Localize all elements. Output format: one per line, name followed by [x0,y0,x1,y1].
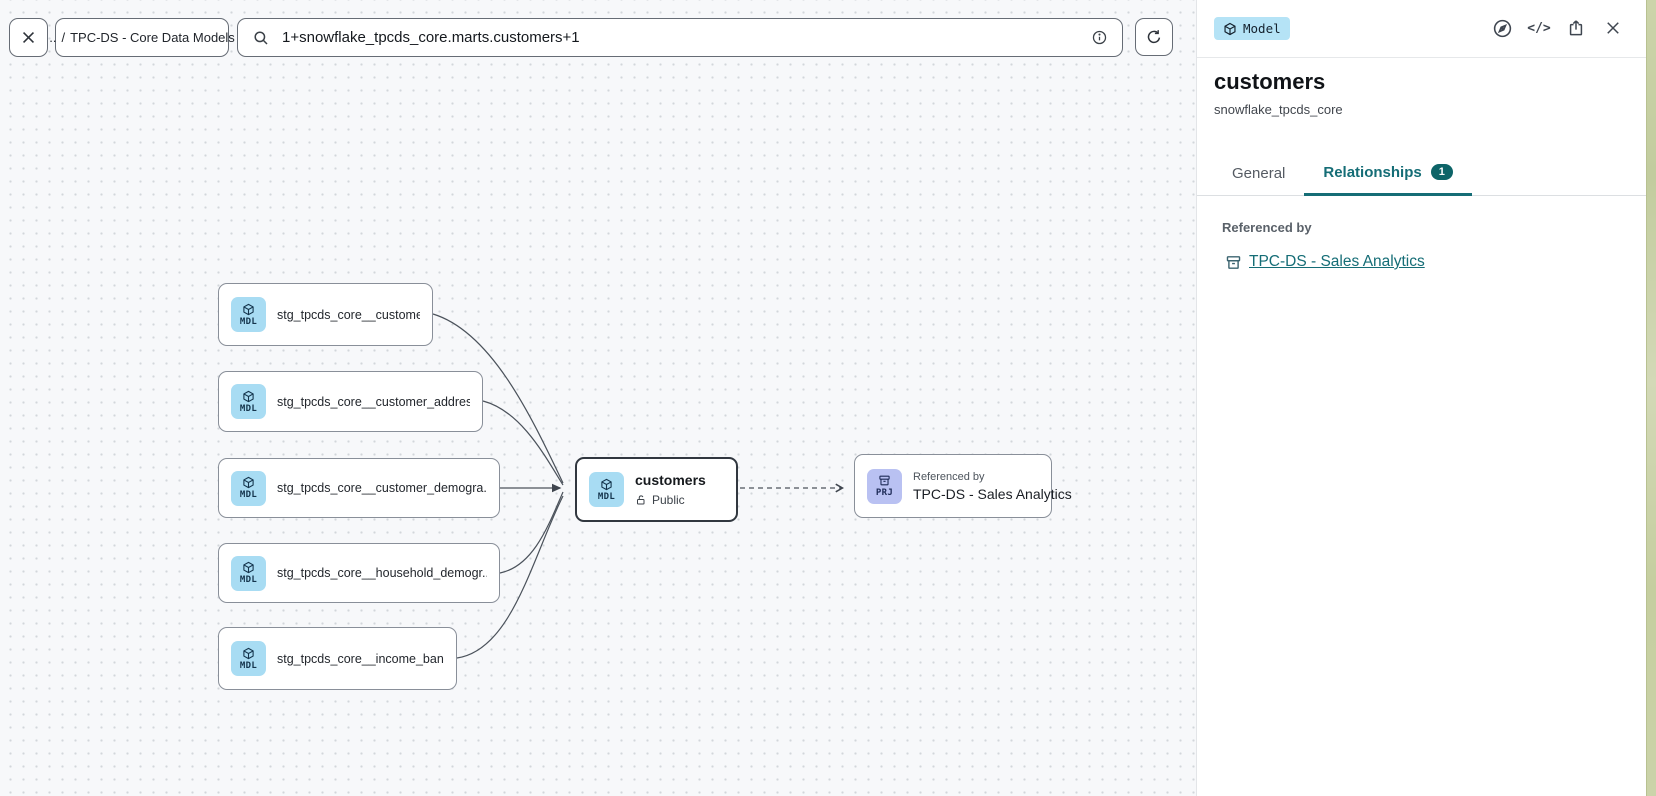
search-input[interactable] [280,28,1091,47]
model-icon: MDL [231,470,266,506]
model-cube-icon [1223,22,1237,36]
node-stg-income-band[interactable]: MDL stg_tpcds_core__income_band [218,627,457,690]
lineage-canvas[interactable]: MDL stg_tpcds_core__customer MDL stg_tpc… [0,0,1196,796]
node-label: stg_tpcds_core__household_demogr... [277,566,487,580]
visibility-label: Public [652,493,685,507]
close-icon [20,29,37,46]
explore-lineage-button[interactable] [1491,17,1513,39]
node-type-label: MDL [239,660,258,671]
lock-open-icon [635,494,647,506]
node-type-label: MDL [239,316,258,327]
close-lineage-button[interactable] [9,18,48,57]
node-label: customers [635,472,706,488]
node-label: stg_tpcds_core__customer [277,307,420,322]
referenced-by-link[interactable]: TPC-DS - Sales Analytics [1225,253,1425,271]
node-kicker: Referenced by [913,471,985,483]
info-icon[interactable] [1091,29,1108,46]
resource-type-label: Model [1243,21,1281,36]
tab-general-label: General [1232,165,1286,182]
node-customers[interactable]: MDL customers Public [575,457,738,522]
resource-type-badge: Model [1214,17,1290,40]
share-button[interactable] [1565,17,1587,39]
panel-title: customers [1214,69,1326,94]
breadcrumb-up[interactable]: .. [49,30,57,45]
details-panel: Model </> customers snowflake_tpcds_core… [1196,0,1646,796]
tab-relationships[interactable]: Relationships 1 [1304,151,1472,196]
search-icon [252,29,270,47]
panel-tabs: General Relationships 1 [1197,151,1646,196]
node-stg-household-demographics[interactable]: MDL stg_tpcds_core__household_demogr... [218,543,500,603]
model-icon: MDL [231,297,266,332]
node-label: stg_tpcds_core__customer_address [277,394,470,409]
node-stg-customer-demographics[interactable]: MDL stg_tpcds_core__customer_demogra... [218,458,500,518]
close-panel-button[interactable] [1602,17,1624,39]
referenced-by-link-label: TPC-DS - Sales Analytics [1249,253,1425,270]
panel-subtitle: snowflake_tpcds_core [1214,102,1343,117]
node-referenced-by-project[interactable]: PRJ Referenced by TPC-DS - Sales Analyti… [854,454,1072,518]
model-icon: MDL [231,641,266,676]
referenced-by-heading: Referenced by [1222,220,1312,235]
relationships-count-badge: 1 [1430,164,1453,180]
tab-general[interactable]: General [1213,151,1304,196]
node-type-label: MDL [239,403,258,414]
project-icon [1225,254,1242,271]
node-type-label: PRJ [875,488,894,498]
edge-household-demographics [499,491,564,574]
panel-header: Model </> [1197,0,1646,58]
node-stg-customer[interactable]: MDL stg_tpcds_core__customer [218,283,433,346]
project-icon: PRJ [867,468,902,504]
node-stg-customer-address[interactable]: MDL stg_tpcds_core__customer_address [218,371,483,432]
node-label: stg_tpcds_core__income_band [277,651,444,666]
tab-relationships-label: Relationships [1323,163,1422,181]
lineage-edges [432,313,1196,659]
desktop-wallpaper-sliver [1646,0,1656,796]
lineage-search[interactable] [237,18,1123,57]
refresh-button[interactable] [1135,18,1173,56]
node-type-label: MDL [239,490,258,500]
node-type-label: MDL [239,575,258,585]
node-type-label: MDL [597,491,616,502]
code-view-button[interactable]: </> [1527,20,1551,36]
model-icon: MDL [231,384,266,419]
model-icon: MDL [231,555,266,591]
node-label: stg_tpcds_core__customer_demogra... [277,481,487,495]
node-label: TPC-DS - Sales Analytics [913,486,1072,502]
model-icon: MDL [589,472,624,507]
refresh-icon [1145,28,1163,46]
breadcrumb-separator: / [61,30,66,45]
breadcrumb[interactable]: .. / TPC-DS - Core Data Models [49,18,235,57]
breadcrumb-project: TPC-DS - Core Data Models [70,30,235,45]
